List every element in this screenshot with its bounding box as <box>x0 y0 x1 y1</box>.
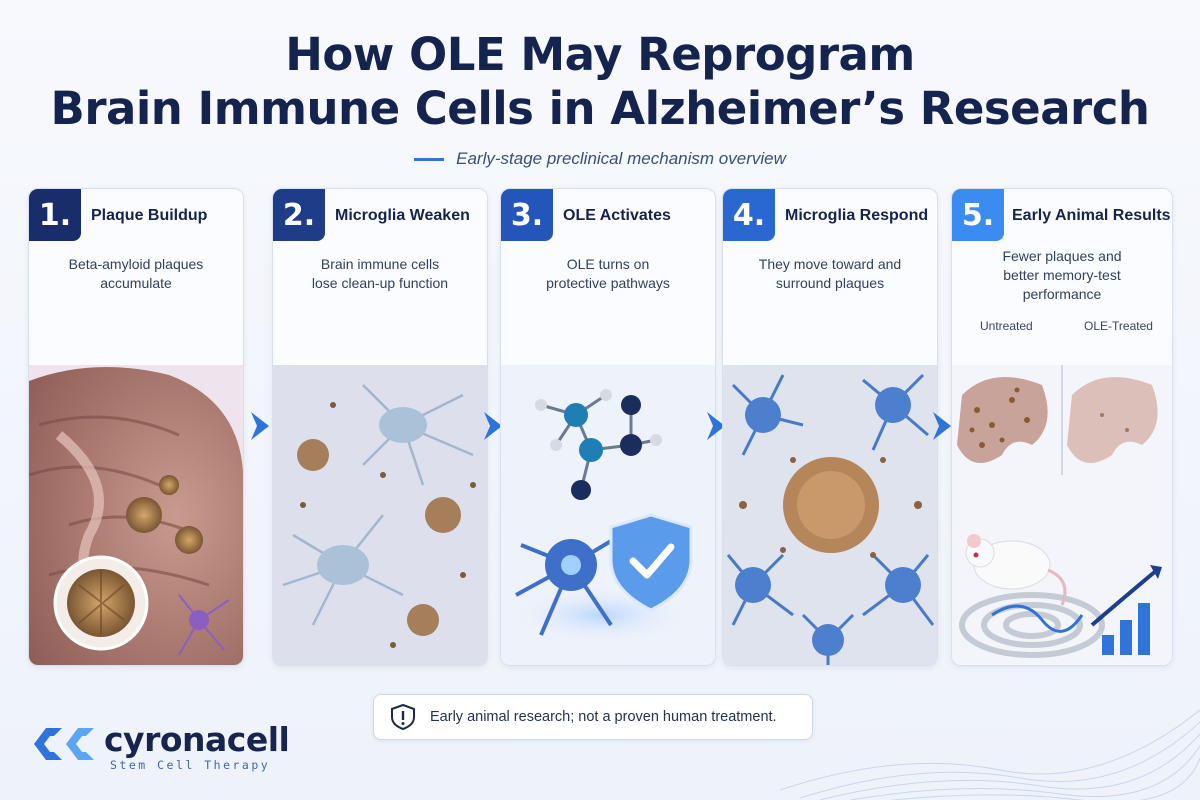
step-card-3: 3. OLE Activates OLE turns on protective… <box>500 188 716 666</box>
mouse-icon <box>965 534 1067 606</box>
step-badge-3: 3. <box>501 189 553 241</box>
untreated-label: Untreated <box>980 319 1033 333</box>
disclaimer-text: Early animal research; not a proven huma… <box>430 709 777 725</box>
step-title-3: OLE Activates <box>563 207 671 224</box>
decorative-waves <box>780 709 1200 800</box>
step-desc-2: Brain immune cells lose clean-up functio… <box>311 256 449 291</box>
warning-shield-icon <box>391 703 415 731</box>
step-desc-3: OLE turns on protective pathways <box>546 256 670 291</box>
treated-label: OLE-Treated <box>1084 319 1153 333</box>
maze-icon <box>959 592 1105 658</box>
subtitle: Early-stage preclinical mechanism overvi… <box>0 149 1200 169</box>
title-line-1: How OLE May Reprogram <box>285 28 915 81</box>
step-title-1: Plaque Buildup <box>91 207 208 224</box>
arrow-right-icon <box>484 412 502 440</box>
step-badge-4: 4. <box>723 189 775 241</box>
bar-chart-up-icon <box>1090 565 1162 655</box>
step-card-5: 5. Early Animal Results Fewer plaques an… <box>951 188 1173 666</box>
step-title-4: Microglia Respond <box>785 207 929 224</box>
molecule-icon <box>535 389 662 500</box>
step-desc-5: Fewer plaques and better memory-test per… <box>1002 248 1122 302</box>
step-card-4: 4. Microglia Respond They move toward an… <box>722 188 938 666</box>
step-card-2: 2. Microglia Weaken Brain immune cells l… <box>272 188 488 666</box>
subtitle-text: Early-stage preclinical mechanism overvi… <box>456 149 786 168</box>
step-title-5: Early Animal Results <box>1012 207 1171 224</box>
weak-microglia-illustration <box>273 365 487 665</box>
subtitle-dash <box>414 158 445 162</box>
step-badge-1: 1. <box>29 189 81 241</box>
step-badge-2: 2. <box>273 189 325 241</box>
brand-logo: cyronacell Stem Cell Therapy <box>32 718 332 776</box>
ole-activation-illustration <box>501 365 715 665</box>
page-title: How OLE May Reprogram Brain Immune Cells… <box>0 28 1200 136</box>
step-badge-5: 5. <box>952 189 1004 241</box>
animal-results-illustration <box>952 365 1172 665</box>
disclaimer-box: Early animal research; not a proven huma… <box>373 694 813 740</box>
step-desc-1: Beta-amyloid plaques accumulate <box>68 256 204 291</box>
step-desc-4: They move toward and surround plaques <box>758 256 902 291</box>
title-line-2: Brain Immune Cells in Alzheimer’s Resear… <box>50 82 1150 135</box>
arrow-right-icon <box>933 412 951 440</box>
shield-check-icon <box>609 513 693 612</box>
logo-tagline: Stem Cell Therapy <box>110 758 271 772</box>
step-card-1: 1. Plaque Buildup Beta-amyloid plaques a… <box>28 188 244 666</box>
microglia-respond-illustration <box>723 365 937 665</box>
step-title-2: Microglia Weaken <box>335 207 470 224</box>
arrow-right-icon <box>251 412 269 440</box>
logo-mark-icon <box>34 728 94 760</box>
brain-plaque-illustration <box>29 365 243 665</box>
logo-wordmark: cyronacell <box>104 720 290 759</box>
arrow-right-icon <box>707 412 725 440</box>
